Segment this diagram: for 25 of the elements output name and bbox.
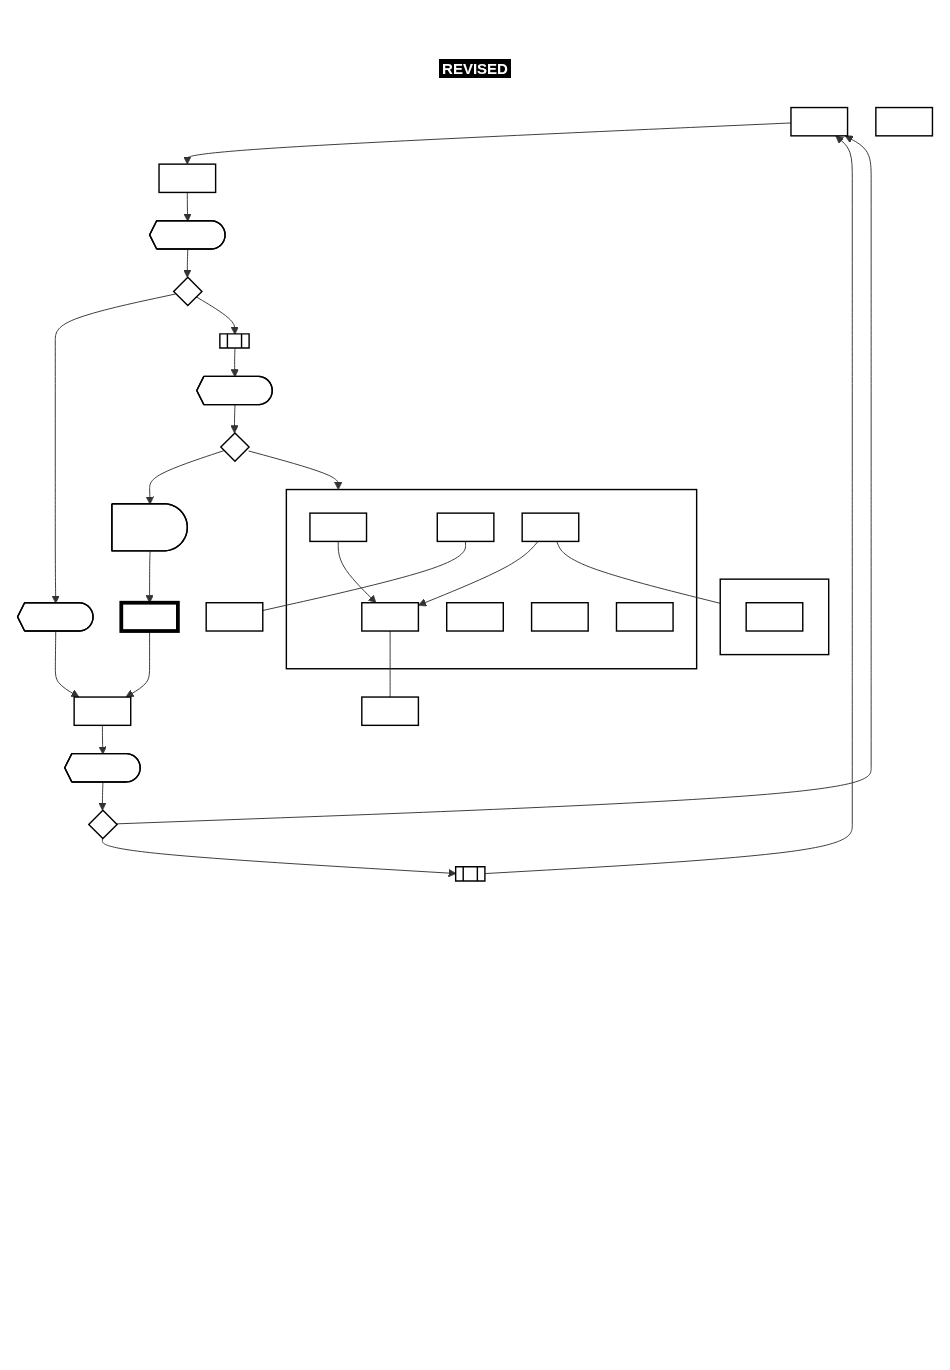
node-bar xyxy=(521,512,580,543)
node-box xyxy=(875,106,934,137)
node-box xyxy=(361,696,420,727)
node-subroutine xyxy=(454,866,486,882)
node-box xyxy=(119,600,180,633)
cluster xyxy=(719,578,830,656)
node-bar xyxy=(361,602,420,632)
cluster xyxy=(285,488,698,670)
node-subroutine xyxy=(219,333,250,349)
node-box xyxy=(745,602,804,632)
node-box xyxy=(73,696,132,727)
node-box xyxy=(790,106,849,137)
node-diamond xyxy=(172,276,203,307)
node-bar xyxy=(530,602,589,632)
node-box xyxy=(309,512,368,543)
node-diamond xyxy=(87,809,119,840)
connector xyxy=(389,630,391,698)
revision-badge: REVISED xyxy=(439,59,511,78)
connector xyxy=(556,540,721,604)
node-bar xyxy=(436,512,495,543)
node-box xyxy=(158,163,217,194)
node-bar xyxy=(446,602,504,632)
node-diamond xyxy=(219,431,251,463)
node-bar xyxy=(615,602,674,632)
node-box xyxy=(205,602,264,632)
